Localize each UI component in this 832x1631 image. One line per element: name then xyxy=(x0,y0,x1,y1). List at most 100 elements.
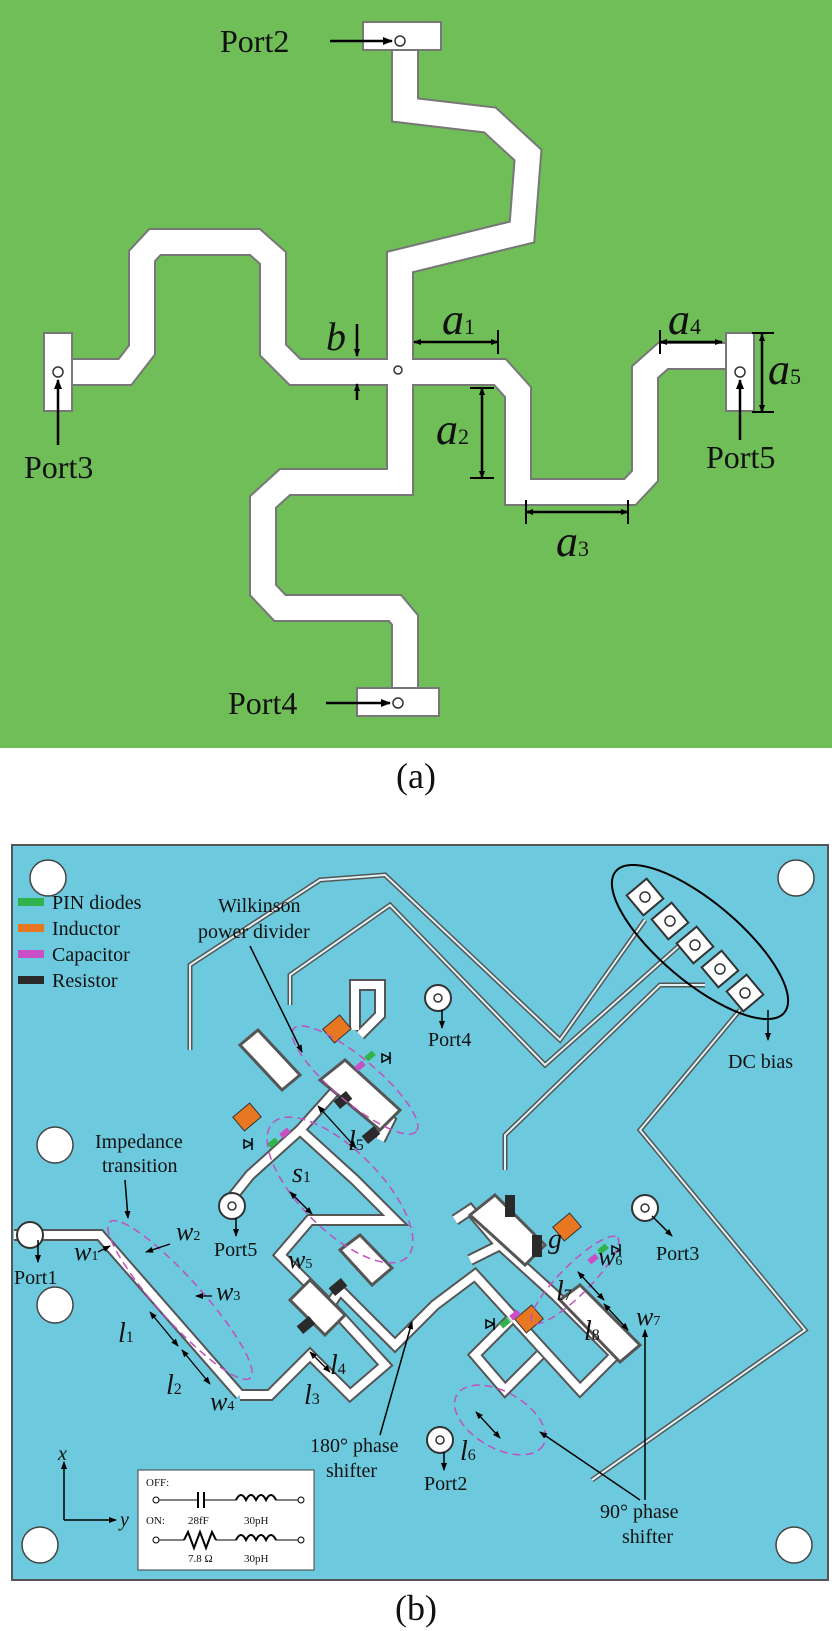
dim-l3-label: l3 xyxy=(304,1380,320,1411)
impedance-arrow xyxy=(124,1179,131,1219)
axes: x y xyxy=(57,1443,129,1531)
wilkinson-label-1: Wilkinson xyxy=(218,895,301,917)
caption-b: (b) xyxy=(395,1588,437,1628)
panel-b: DC bias Port1 Port4 Port5 Port3 Port2 xyxy=(11,844,829,1581)
port3-label: Port3 xyxy=(24,449,93,485)
dim-l2-label: l2 xyxy=(166,1370,182,1401)
port5-via xyxy=(734,366,746,378)
hole-bottom-left xyxy=(21,1526,59,1564)
dim-w6-label: w6 xyxy=(598,1242,622,1271)
panel-b-background xyxy=(11,844,829,1581)
dim-w1-label: w1 xyxy=(74,1237,98,1266)
ps90-label-1: 90° phase xyxy=(600,1501,679,1523)
capacitor-1 xyxy=(354,1060,366,1072)
legend: PIN diodes Inductor Capacitor Resistor xyxy=(18,892,142,992)
ps180-arrow xyxy=(379,1321,413,1436)
dim-w3-label: w3 xyxy=(216,1277,240,1306)
dim-a1-label: a1 xyxy=(442,295,475,344)
port3-via xyxy=(52,366,64,378)
legend-swatch-inductor xyxy=(18,924,44,932)
resistor-3 xyxy=(296,1316,316,1334)
hole-mid-left-1 xyxy=(36,1126,74,1164)
dim-b-label: b xyxy=(326,314,346,359)
impedance-label-2: transition xyxy=(102,1155,178,1177)
port4-label: Port4 xyxy=(228,685,297,721)
dc-bias-pads xyxy=(625,877,765,1013)
pin-diode-2 xyxy=(267,1137,279,1149)
dim-a3-label: a3 xyxy=(556,517,589,566)
legend-label-inductor: Inductor xyxy=(52,918,120,940)
components xyxy=(232,1014,622,1334)
capacitor-3 xyxy=(587,1253,599,1265)
diode-symbol-2 xyxy=(243,1138,254,1150)
port1-connector xyxy=(16,1221,44,1249)
x-axis-label: x xyxy=(57,1443,67,1465)
port2-via xyxy=(394,35,406,47)
y-axis-label: y xyxy=(118,1509,129,1531)
wilkinson-arrow xyxy=(249,945,303,1053)
port3-b-label: Port3 xyxy=(656,1243,699,1265)
hole-top-left xyxy=(29,859,67,897)
resistor-1 xyxy=(333,1091,353,1109)
resistor-4 xyxy=(328,1278,348,1296)
dim-w2-label: w2 xyxy=(176,1217,200,1246)
port4-b-label: Port4 xyxy=(428,1029,471,1051)
dim-s1-label: s1 xyxy=(292,1158,311,1189)
port1-label: Port1 xyxy=(14,1267,57,1289)
diode-symbol-1 xyxy=(381,1052,392,1064)
legend-swatch-resistor xyxy=(18,976,44,984)
dim-g-label: g xyxy=(548,1224,562,1255)
dc-bias-lines xyxy=(187,872,809,1483)
caption-a: (a) xyxy=(396,756,436,796)
dim-a5-label: a5 xyxy=(768,345,801,394)
dim-a4-label: a4 xyxy=(668,295,701,344)
center-via xyxy=(393,365,403,375)
legend-label-resistor: Resistor xyxy=(52,970,118,992)
ps90-arrow-1 xyxy=(539,1431,641,1501)
capacitor-2 xyxy=(279,1127,291,1139)
legend-label-capacitor: Capacitor xyxy=(52,944,130,966)
hole-mid-left-2 xyxy=(36,1286,74,1324)
pin-diode-4 xyxy=(499,1317,511,1329)
wilkinson-label-2: power divider xyxy=(198,921,310,943)
pin-diode-3 xyxy=(597,1243,609,1255)
port3-b-arrow xyxy=(651,1215,673,1237)
inset-off-label: OFF: xyxy=(146,1477,169,1489)
inductor-3 xyxy=(552,1212,582,1242)
dim-a2-label: a2 xyxy=(436,405,469,454)
dimension-arrows xyxy=(97,1105,629,1439)
dim-l4-label: l4 xyxy=(330,1350,346,1381)
port2-label: Port2 xyxy=(220,23,289,59)
inductor-2 xyxy=(232,1102,262,1132)
dim-l8-label: l8 xyxy=(584,1316,600,1347)
inset-on-ind: 30pH xyxy=(244,1553,269,1565)
ps180-label-2: shifter xyxy=(326,1460,377,1482)
panel-a: Port2 Port4 Port3 Port5 b a1 a2 a3 a4 a5 xyxy=(0,0,832,748)
port5-b-label: Port5 xyxy=(214,1239,257,1261)
panel-a-traces xyxy=(58,36,728,700)
diode-symbol-4 xyxy=(485,1318,496,1330)
dim-l6-label: l6 xyxy=(460,1436,476,1467)
legend-label-pin: PIN diodes xyxy=(52,892,142,914)
capacitor-4 xyxy=(509,1309,521,1321)
ps90-label-2: shifter xyxy=(622,1526,673,1548)
resistor-6 xyxy=(532,1235,542,1257)
resistor-2 xyxy=(361,1126,381,1144)
dc-bias-label: DC bias xyxy=(728,1051,793,1073)
inset-off-cap: 28fF xyxy=(188,1515,209,1527)
dim-w4-label: w4 xyxy=(210,1387,234,1416)
hole-bottom-right xyxy=(775,1526,813,1564)
resistor-5 xyxy=(505,1195,515,1217)
inset-on-res: 7.8 Ω xyxy=(188,1553,213,1565)
inductor-4 xyxy=(514,1304,544,1334)
pin-diode-1 xyxy=(364,1050,376,1062)
dim-w5-label: w5 xyxy=(288,1245,312,1274)
port4-via xyxy=(392,697,404,709)
dimension-labels: w1 w2 w3 w4 w5 w6 w7 l1 l2 l3 l4 l5 l6 l… xyxy=(74,1126,660,1467)
inset-on-label: ON: xyxy=(146,1515,165,1527)
port5-label: Port5 xyxy=(706,439,775,475)
port2-b-label: Port2 xyxy=(424,1473,467,1495)
dim-l7-label: l7 xyxy=(556,1276,572,1307)
inset-box xyxy=(137,1469,315,1571)
